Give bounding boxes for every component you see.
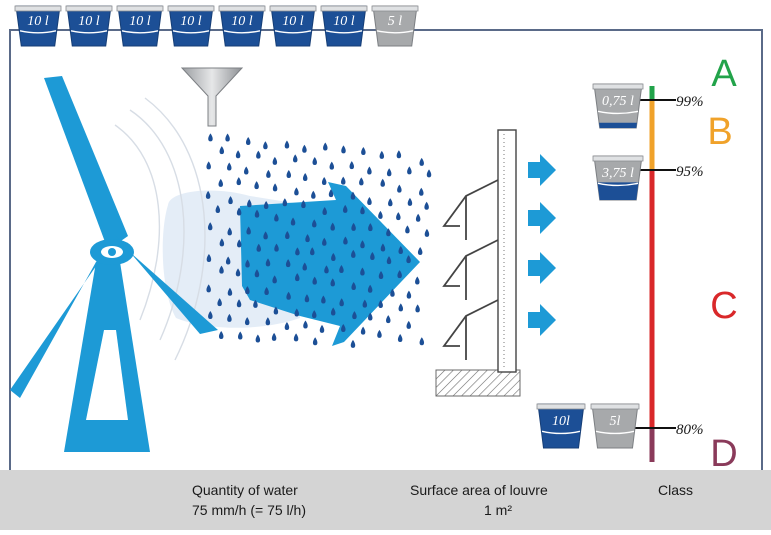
rain-drops bbox=[205, 133, 432, 348]
top-bucket: 10 l bbox=[269, 5, 317, 47]
drain-arrows bbox=[528, 154, 556, 336]
threshold-label: 95% bbox=[676, 164, 704, 180]
footer-band bbox=[0, 470, 771, 530]
measure-bucket: 3,75 l bbox=[592, 155, 644, 201]
surface-area-value: 1 m² bbox=[484, 502, 512, 518]
bucket-label: 3,75 l bbox=[601, 166, 634, 181]
bucket-label: 10 l bbox=[129, 14, 151, 29]
bucket-label: 10 l bbox=[78, 14, 100, 29]
bucket-label: 10 l bbox=[231, 14, 253, 29]
top-bucket: 10 l bbox=[116, 5, 164, 47]
class-scale bbox=[628, 86, 676, 462]
bucket-label: 5 l bbox=[388, 14, 403, 29]
bucket-label: 10 l bbox=[282, 14, 304, 29]
class-c-label: C bbox=[710, 285, 737, 327]
bucket-label: 10 l bbox=[27, 14, 49, 29]
water-quantity-label: Quantity of water bbox=[192, 482, 298, 498]
wind-turbine-icon bbox=[10, 76, 218, 452]
top-bucket: 10 l bbox=[167, 5, 215, 47]
top-bucket: 10 l bbox=[65, 5, 113, 47]
bucket-label: 5l bbox=[610, 414, 621, 429]
bottom-bucket: 10l bbox=[536, 403, 586, 449]
top-bucket: 5 l bbox=[371, 5, 419, 47]
wind-driven-rain-arrow bbox=[240, 182, 420, 346]
class-a-label: A bbox=[711, 53, 737, 95]
bucket-label: 0,75 l bbox=[602, 94, 634, 109]
measure-bucket: 0,75 l bbox=[592, 83, 644, 129]
bucket-label: 10 l bbox=[333, 14, 355, 29]
class-b-label: B bbox=[707, 111, 732, 153]
top-bucket: 10 l bbox=[218, 5, 266, 47]
class-label: Class bbox=[658, 482, 694, 498]
threshold-label: 99% bbox=[676, 94, 704, 110]
bucket-label: 10 l bbox=[180, 14, 202, 29]
water-quantity-value: 75 mm/h (= 75 l/h) bbox=[192, 502, 306, 518]
top-bucket: 10 l bbox=[320, 5, 368, 47]
bottom-bucket: 5l bbox=[590, 403, 640, 449]
funnel-icon bbox=[180, 67, 244, 127]
top-bucket: 10 l bbox=[14, 5, 62, 47]
threshold-label: 80% bbox=[676, 422, 704, 438]
surface-area-label: Surface area of louvre bbox=[410, 482, 548, 498]
louvre-icon bbox=[435, 129, 521, 397]
bucket-label: 10l bbox=[552, 414, 570, 429]
class-d-label: D bbox=[710, 433, 737, 475]
